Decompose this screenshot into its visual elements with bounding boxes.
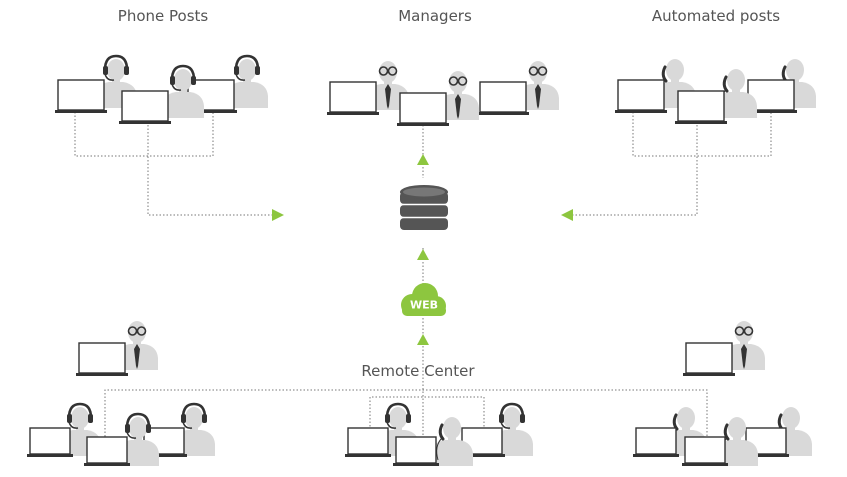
- dotted-connector: [74, 112, 214, 157]
- laptop-icon: [345, 427, 391, 457]
- laptop-icon: [327, 81, 379, 115]
- laptop-icon: [393, 436, 439, 466]
- web-cloud-label: WEB: [409, 298, 439, 312]
- phone-handset-person-icon: [715, 69, 757, 118]
- headset-operator-icon: [226, 54, 268, 108]
- manager-glasses-tie-icon: [517, 61, 559, 110]
- arrow-icon: [561, 209, 573, 221]
- arrow-icon: [417, 154, 429, 165]
- arrow-icon: [417, 249, 429, 260]
- label-automated-posts: Automated posts: [651, 7, 781, 25]
- laptop-icon: [477, 81, 529, 115]
- laptop-icon: [615, 79, 667, 113]
- phone-handset-person-icon: [431, 417, 473, 466]
- laptop-icon: [76, 342, 128, 376]
- phone-handset-person-icon: [716, 417, 758, 466]
- laptop-icon: [675, 90, 727, 124]
- arrow-icon: [417, 334, 429, 345]
- arrow-icon: [272, 209, 284, 221]
- laptop-icon: [119, 90, 171, 124]
- web-cloud-icon: [401, 283, 446, 316]
- laptop-icon: [84, 436, 130, 466]
- label-remote-center: Remote Center: [361, 362, 475, 380]
- laptop-icon: [397, 92, 449, 126]
- laptop-icon: [633, 427, 679, 457]
- dotted-connector: [632, 112, 772, 157]
- manager-glasses-tie-icon: [437, 71, 479, 120]
- dotted-connector: [147, 125, 272, 216]
- manager-glasses-tie-icon: [367, 61, 409, 110]
- laptop-icon: [27, 427, 73, 457]
- database-icon: [400, 185, 448, 230]
- label-managers: Managers: [398, 7, 472, 25]
- laptop-icon: [682, 436, 728, 466]
- dotted-connector: [572, 125, 698, 216]
- manager-glasses-tie-icon: [723, 321, 765, 370]
- laptop-icon: [55, 79, 107, 113]
- laptop-icon: [683, 342, 735, 376]
- dotted-connector: [104, 389, 708, 440]
- manager-glasses-tie-icon: [116, 321, 158, 370]
- label-phone-posts: Phone Posts: [117, 7, 209, 25]
- headset-operator-icon: [162, 64, 204, 118]
